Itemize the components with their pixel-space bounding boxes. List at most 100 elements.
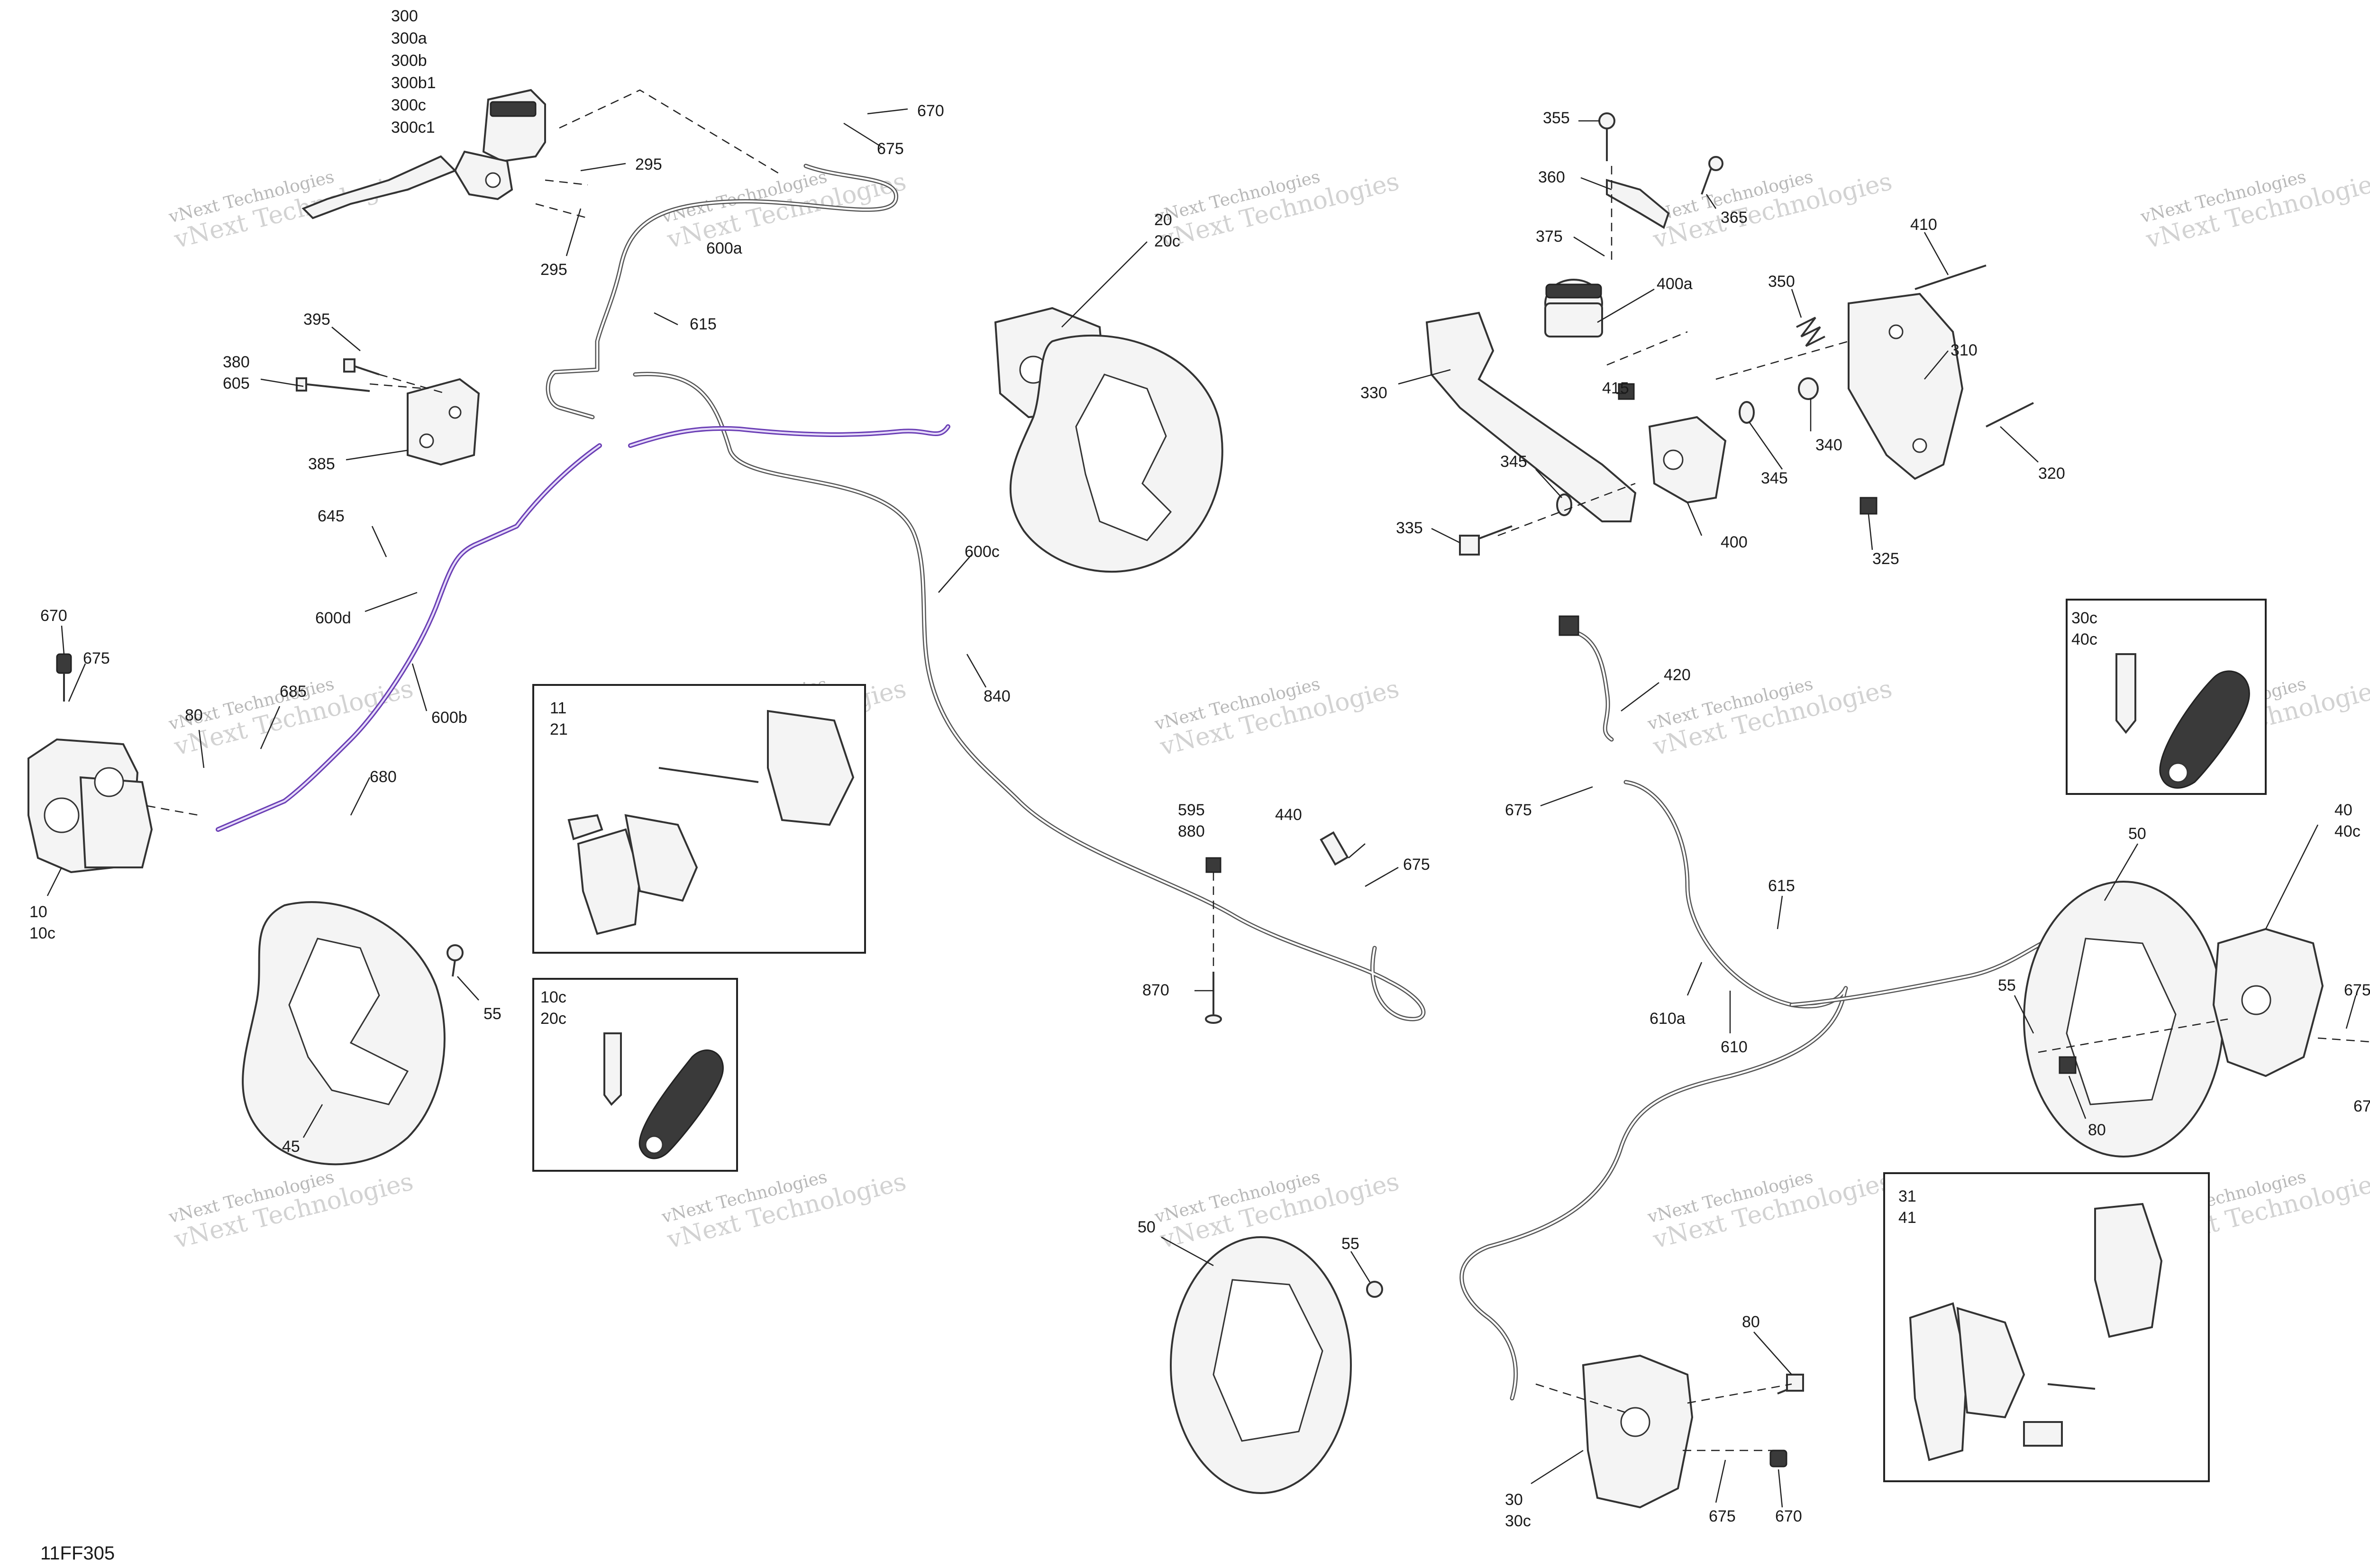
callout-600b: 600b (431, 709, 467, 727)
callout-30c: 30c (1505, 1512, 1531, 1530)
bracket-360[interactable] (1606, 179, 1670, 229)
callout-20: 20 (1154, 211, 1172, 229)
bolt-380[interactable] (296, 377, 370, 392)
spring-350[interactable] (1796, 317, 1825, 347)
bolt-55b[interactable] (1366, 1281, 1383, 1298)
rear-master-cylinder[interactable] (1648, 416, 1727, 504)
rear-left-caliper[interactable] (1582, 1354, 1694, 1509)
brake-hose-600d[interactable] (628, 424, 950, 448)
callouts: 300 300a 300b 300b1 300c 300c1 295 295 6… (29, 7, 2370, 1530)
callout-345: 345 (1500, 453, 1527, 471)
nut-325[interactable] (1860, 497, 1878, 515)
callout-325: 325 (1872, 550, 1899, 568)
callout-675: 675 (1505, 801, 1532, 819)
detail-box-label: 10c (540, 988, 566, 1006)
watermark: vNext Technologies vNext Technologies (1645, 1167, 1895, 1254)
watermark: vNext Technologies vNext Technologies (2138, 167, 2370, 254)
nut-595[interactable] (1205, 857, 1221, 873)
callout-605: 605 (223, 374, 250, 392)
wheel-speed-sensor-420[interactable] (1559, 615, 1579, 636)
callout-350: 350 (1768, 273, 1795, 291)
front-left-caliper[interactable] (27, 738, 153, 874)
callout-20c: 20c (1154, 232, 1180, 250)
callout-685: 685 (280, 683, 307, 701)
front-master-cylinder[interactable] (301, 89, 546, 219)
callout-300b1: 300b1 (391, 74, 436, 92)
callout-600c: 600c (965, 543, 1000, 561)
watermark: vNext Technologies vNext Technologies (1645, 167, 1895, 254)
callout-360: 360 (1538, 168, 1565, 186)
callout-365: 365 (1721, 209, 1748, 227)
bolt-80c[interactable] (1777, 1374, 1804, 1395)
callout-615: 615 (690, 315, 717, 333)
callout-345: 345 (1761, 469, 1788, 487)
callout-80: 80 (2088, 1121, 2106, 1139)
detail-box-brake-pads-front (532, 684, 866, 954)
callout-30: 30 (1505, 1491, 1523, 1509)
callout-310: 310 (1951, 341, 1978, 359)
callout-615: 615 (1768, 877, 1795, 895)
callout-670: 670 (917, 102, 944, 120)
rear-right-caliper[interactable] (2212, 928, 2324, 1077)
banjo-440[interactable] (1320, 831, 1349, 866)
detail-box-label: 31 (1898, 1187, 1916, 1205)
callout-45: 45 (282, 1138, 300, 1156)
bracket-310[interactable] (1848, 292, 1964, 480)
washer-340[interactable] (1798, 377, 1819, 400)
callout-10: 10 (29, 903, 47, 921)
callout-320: 320 (2038, 465, 2065, 483)
callout-400a: 400a (1657, 275, 1693, 293)
callout-395: 395 (303, 310, 330, 328)
bolt-335[interactable] (1459, 525, 1513, 556)
bolt-365[interactable] (1701, 156, 1723, 195)
callout-600d: 600d (315, 609, 351, 627)
callout-300: 300 (391, 7, 418, 25)
watermark: vNext Technologies vNext Technologies (1152, 674, 1402, 761)
callout-40: 40 (2334, 801, 2352, 819)
diagram-code: 11FF305 (40, 1543, 115, 1564)
watermark: vNext Technologies vNext Technologies (166, 1167, 416, 1254)
bolt-410[interactable] (1914, 264, 1987, 290)
callout-610a: 610a (1650, 1010, 1686, 1028)
callout-50: 50 (2128, 825, 2146, 843)
mounting-bracket-385[interactable] (407, 378, 480, 466)
callout-675: 675 (2344, 981, 2370, 999)
rear-disc-center[interactable] (1170, 1236, 1352, 1494)
detail-box-brake-pads-rear (1883, 1172, 2210, 1482)
bolt-395[interactable] (343, 358, 380, 375)
callout-300c: 300c (391, 96, 426, 114)
callout-680: 680 (370, 768, 397, 786)
callout-410: 410 (1910, 216, 1937, 234)
bolt-80b[interactable] (2059, 1056, 2077, 1074)
bleeder-670d[interactable] (1769, 1449, 1787, 1468)
front-left-disc[interactable] (242, 901, 446, 1166)
callout-80: 80 (185, 706, 203, 724)
watermark: vNext Technologies vNext Technologies (1152, 167, 1402, 254)
detail-box-bleeder-rear (2066, 599, 2267, 795)
callout-415: 415 (1602, 379, 1629, 397)
rear-master-cylinder-reservoir[interactable] (1544, 279, 1603, 337)
bolt-870[interactable] (1205, 972, 1222, 1024)
callout-840: 840 (984, 687, 1011, 705)
detail-box-label: 20c (540, 1010, 566, 1028)
bolt-320[interactable] (1986, 402, 2034, 428)
bolt-55a[interactable] (447, 944, 464, 977)
nut-415[interactable] (1618, 383, 1635, 400)
callout-40c: 40c (2334, 822, 2361, 840)
callout-55: 55 (1341, 1235, 1359, 1253)
detail-box-label: 40c (2071, 630, 2097, 648)
brake-hose-610 (1459, 780, 1848, 1401)
washer-345b[interactable] (1739, 401, 1755, 424)
callout-295: 295 (540, 261, 567, 279)
callout-50: 50 (1138, 1218, 1156, 1236)
callout-300c1: 300c1 (391, 119, 435, 137)
front-right-disc[interactable] (1009, 334, 1223, 573)
assembly-lines (146, 89, 2370, 1451)
rear-right-disc[interactable] (2023, 881, 2224, 1158)
washer-345a[interactable] (1556, 493, 1572, 516)
brake-pedal[interactable] (1425, 311, 1637, 522)
bleeder-screw-670[interactable] (56, 653, 72, 702)
callout-670: 670 (2353, 1097, 2370, 1115)
bolt-355[interactable] (1598, 112, 1615, 161)
